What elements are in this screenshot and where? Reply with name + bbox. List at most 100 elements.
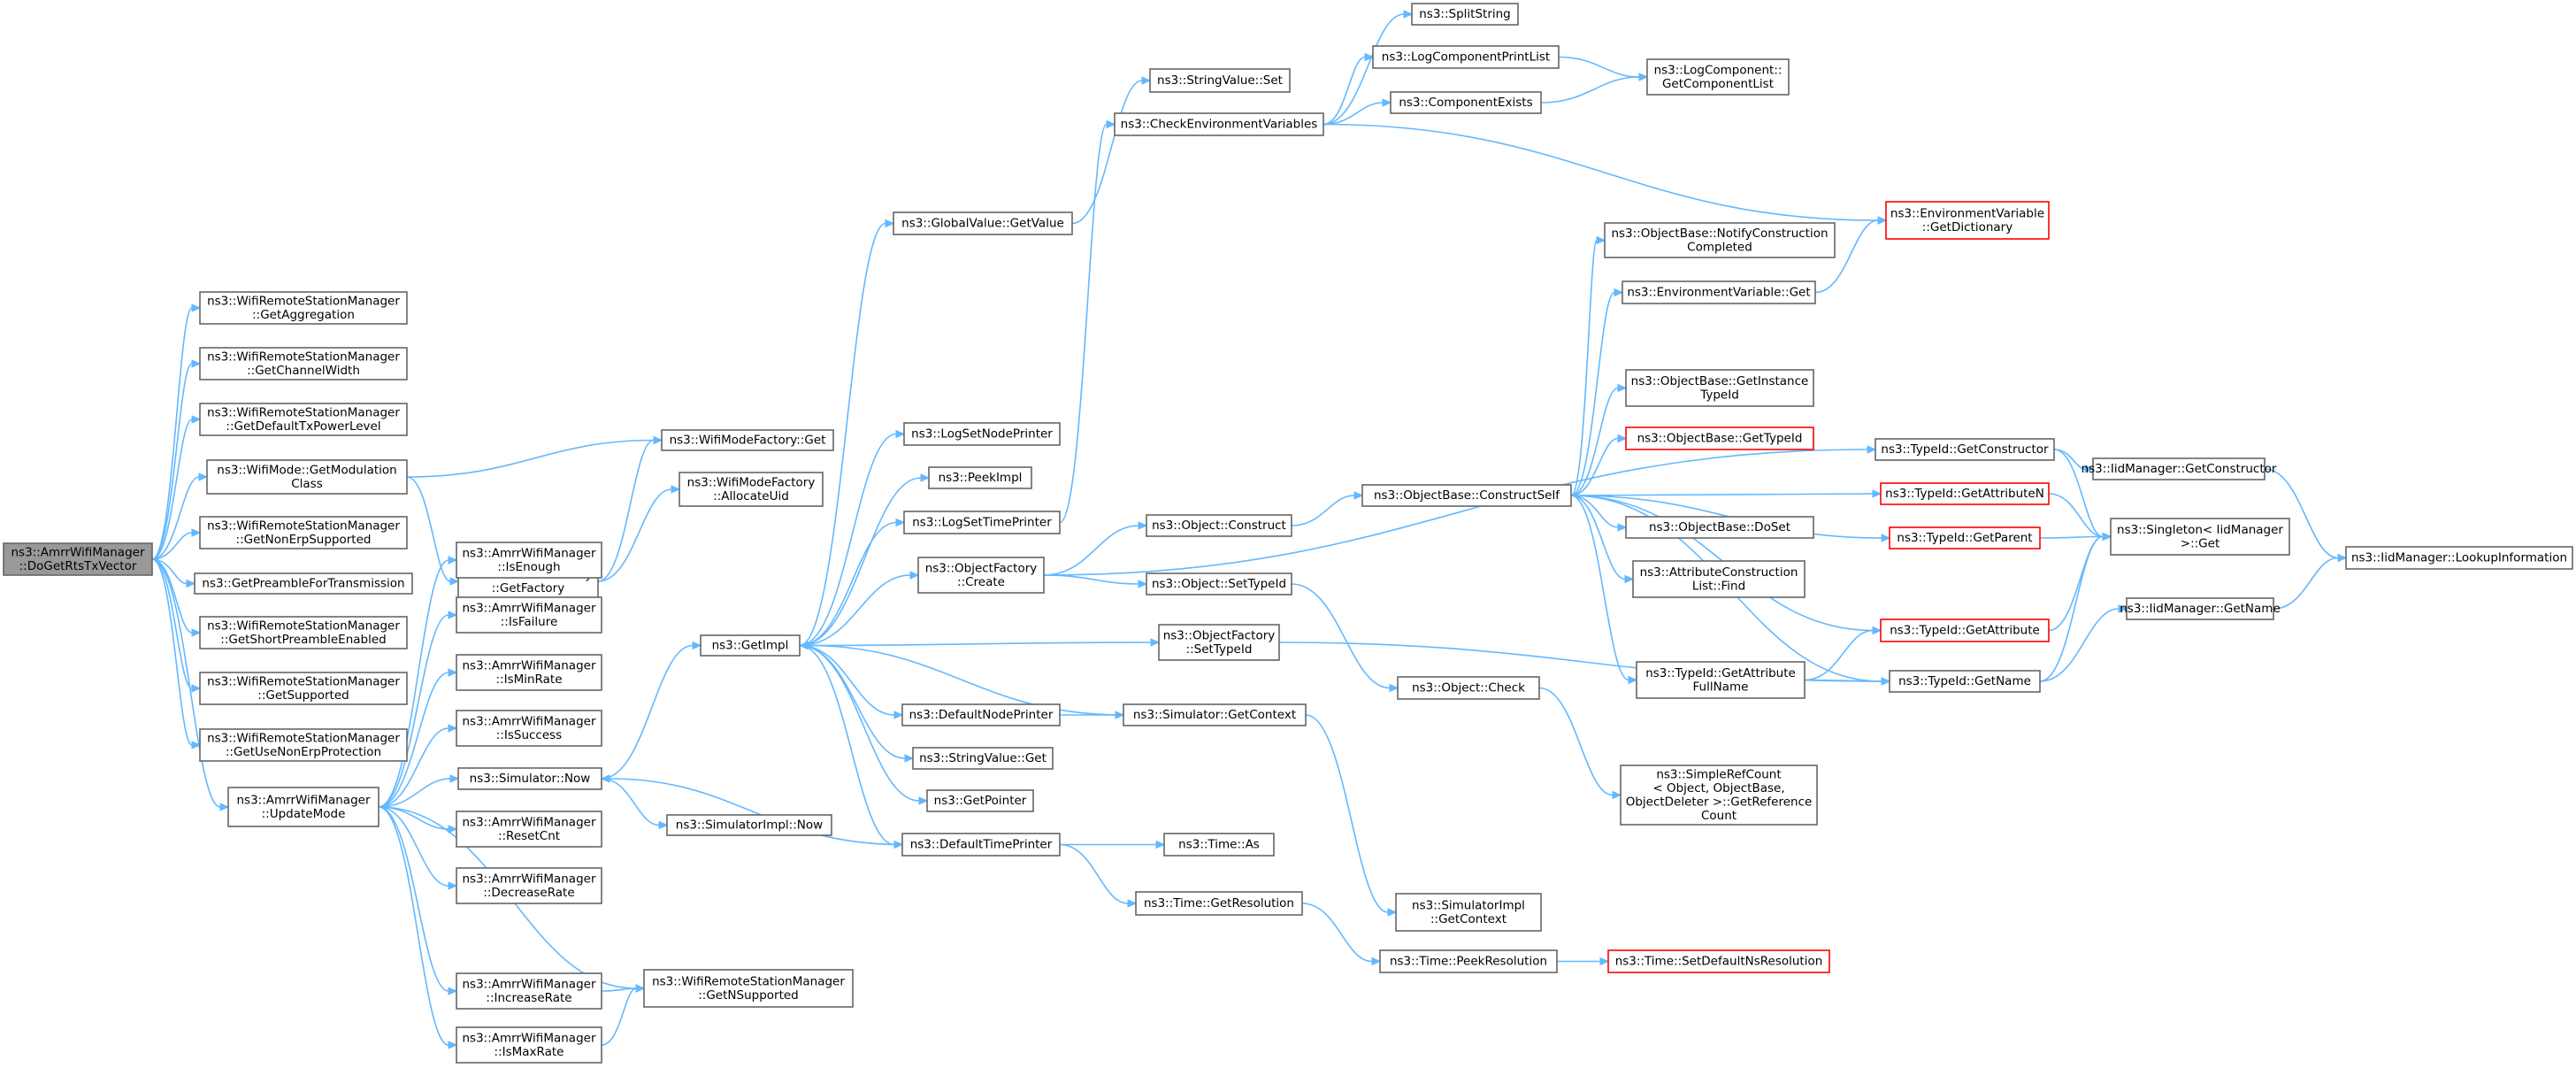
node-comp-exists[interactable]: ns3::ComponentExists	[1390, 91, 1542, 114]
node-label: ns3::TypeId::GetAttributeN	[1885, 487, 2044, 501]
call-edge-sim-now-to-get-impl	[601, 641, 702, 780]
node-label: ::DoGetRtsTxVector	[19, 559, 137, 573]
node-label: ::GetAggregation	[252, 308, 355, 322]
node-decrease-rate[interactable]: ns3::AmrrWifiManager::DecreaseRate	[456, 867, 602, 904]
node-get-preamble[interactable]: ns3::GetPreambleForTransmission	[194, 572, 413, 595]
node-log-set-time-printer[interactable]: ns3::LogSetTimePrinter	[903, 511, 1061, 534]
call-edge-wmf-get-factory-to-wmf-allocate-uid	[597, 485, 681, 582]
node-label: ns3::WifiRemoteStationManager	[207, 731, 400, 745]
node-is-success[interactable]: ns3::AmrrWifiManager::IsSuccess	[456, 710, 602, 747]
node-tid-get-name[interactable]: ns3::TypeId::GetName	[1889, 670, 2041, 693]
node-ob-notify-construction[interactable]: ns3::ObjectBase::NotifyConstructionCompl…	[1604, 222, 1836, 258]
node-of-create[interactable]: ns3::ObjectFactory::Create	[917, 557, 1045, 594]
node-iid-get-constructor[interactable]: ns3::IidManager::GetConstructor	[2082, 457, 2277, 480]
node-default-time-printer[interactable]: ns3::DefaultTimePrinter	[901, 833, 1061, 857]
node-log-comp-print-list[interactable]: ns3::LogComponentPrintList	[1372, 45, 1560, 69]
call-edge-obj-check-to-src-get-ref-count	[1538, 687, 1622, 800]
node-get-impl[interactable]: ns3::GetImpl	[700, 634, 801, 657]
node-is-failure[interactable]: ns3::AmrrWifiManager::IsFailure	[456, 596, 602, 634]
node-tid-get-attribute-n[interactable]: ns3::TypeId::GetAttributeN	[1880, 482, 2050, 505]
call-edge-comp-exists-to-log-comp-get-list	[1540, 73, 1649, 104]
node-env-var-get-dict[interactable]: ns3::EnvironmentVariable::GetDictionary	[1885, 201, 2050, 240]
node-label: ::UpdateMode	[262, 807, 346, 821]
node-is-enough[interactable]: ns3::AmrrWifiManager::IsEnough	[456, 542, 602, 579]
node-tid-get-constructor[interactable]: ns3::TypeId::GetConstructor	[1874, 438, 2055, 461]
node-reset-cnt[interactable]: ns3::AmrrWifiManager::ResetCnt	[456, 811, 602, 848]
call-edge-default-time-printer-to-sim-now	[600, 774, 903, 846]
node-check-env[interactable]: ns3::CheckEnvironmentVariables	[1114, 112, 1324, 136]
node-label: ns3::Object::SetTypeId	[1152, 577, 1286, 591]
node-get-channel-width[interactable]: ns3::WifiRemoteStationManager::GetChanne…	[199, 347, 408, 380]
node-singleton-get[interactable]: ns3::Singleton< IidManager>::Get	[2110, 518, 2290, 556]
node-get-use-non-erp[interactable]: ns3::WifiRemoteStationManager::GetUseNon…	[199, 728, 408, 762]
node-src-get-ref-count[interactable]: ns3::SimpleRefCount< Object, ObjectBase,…	[1620, 765, 1818, 826]
node-iid-get-name[interactable]: ns3::IidManager::GetName	[2120, 597, 2281, 620]
node-get-non-erp-supported[interactable]: ns3::WifiRemoteStationManager::GetNonErp…	[199, 516, 408, 549]
node-env-var-get[interactable]: ns3::EnvironmentVariable::Get	[1622, 280, 1816, 304]
call-edge-tid-get-attr-full-name-to-tid-get-attribute	[1804, 626, 1882, 681]
node-label: ns3::EnvironmentVariable::Get	[1627, 286, 1810, 300]
node-of-set-type-id[interactable]: ns3::ObjectFactory::SetTypeId	[1158, 624, 1280, 661]
node-wmf-get[interactable]: ns3::WifiModeFactory::Get	[661, 429, 834, 451]
node-label: ns3::LogComponent::	[1654, 63, 1782, 77]
node-get-short-preamble[interactable]: ns3::WifiRemoteStationManager::GetShortP…	[199, 616, 408, 649]
call-edge-gv-get-value-to-sv-set	[1071, 76, 1152, 225]
node-peek-impl[interactable]: ns3::PeekImpl	[928, 466, 1032, 489]
node-is-max-rate[interactable]: ns3::AmrrWifiManager::IsMaxRate	[456, 1026, 602, 1064]
node-obj-check[interactable]: ns3::Object::Check	[1397, 676, 1540, 700]
call-edge-ob-construct-self-to-ob-get-type-id	[1570, 434, 1628, 496]
node-root[interactable]: ns3::AmrrWifiManager::DoGetRtsTxVector	[3, 542, 153, 576]
node-time-peek-resolution[interactable]: ns3::Time::PeekResolution	[1379, 949, 1558, 973]
node-sim-impl-now[interactable]: ns3::SimulatorImpl::Now	[666, 814, 832, 836]
node-label: ns3::AmrrWifiManager	[462, 872, 595, 886]
node-ob-get-type-id[interactable]: ns3::ObjectBase::GetTypeId	[1625, 426, 1814, 450]
node-gv-get-value[interactable]: ns3::GlobalValue::GetValue	[893, 211, 1073, 235]
node-obj-construct[interactable]: ns3::Object::Construct	[1146, 514, 1292, 537]
node-time-set-default-ns[interactable]: ns3::Time::SetDefaultNsResolution	[1607, 949, 1830, 973]
node-sim-now[interactable]: ns3::Simulator::Now	[457, 767, 602, 790]
node-get-nsupported[interactable]: ns3::WifiRemoteStationManager::GetNSuppo…	[643, 969, 854, 1008]
node-increase-rate[interactable]: ns3::AmrrWifiManager::IncreaseRate	[456, 972, 602, 1010]
node-log-set-node-printer[interactable]: ns3::LogSetNodePrinter	[903, 422, 1061, 446]
node-label: List::Find	[1692, 579, 1745, 593]
node-wmf-allocate-uid[interactable]: ns3::WifiModeFactory::AllocateUid	[678, 472, 824, 507]
call-edge-sim-now-to-sim-impl-now	[601, 778, 669, 830]
call-edge-default-time-printer-to-time-get-resolution	[1059, 843, 1138, 908]
node-time-get-resolution[interactable]: ns3::Time::GetResolution	[1135, 891, 1303, 916]
call-edge-root-to-get-short-preamble	[151, 558, 202, 637]
node-get-aggregation[interactable]: ns3::WifiRemoteStationManager::GetAggreg…	[199, 291, 408, 325]
node-sv-set[interactable]: ns3::StringValue::Set	[1149, 68, 1291, 93]
node-is-min-rate[interactable]: ns3::AmrrWifiManager::IsMinRate	[456, 654, 602, 691]
node-ob-construct-self[interactable]: ns3::ObjectBase::ConstructSelf	[1361, 484, 1572, 507]
node-get-default-tx-power-level[interactable]: ns3::WifiRemoteStationManager::GetDefaul…	[199, 403, 408, 436]
node-label: ns3::GetPointer	[934, 794, 1027, 808]
node-label: ::GetUseNonErpProtection	[226, 745, 381, 759]
node-get-supported[interactable]: ns3::WifiRemoteStationManager::GetSuppor…	[199, 672, 408, 705]
node-split-string[interactable]: ns3::SplitString	[1411, 3, 1519, 26]
node-default-node-printer[interactable]: ns3::DefaultNodePrinter	[901, 703, 1061, 726]
node-label: ns3::DefaultNodePrinter	[909, 708, 1054, 722]
node-sim-get-context[interactable]: ns3::Simulator::GetContext	[1123, 703, 1307, 726]
node-log-comp-get-list[interactable]: ns3::LogComponent::GetComponentList	[1646, 58, 1790, 96]
node-ob-do-set[interactable]: ns3::ObjectBase::DoSet	[1625, 516, 1814, 539]
call-edge-time-get-resolution-to-time-peek-resolution	[1301, 903, 1382, 966]
node-label: ns3::EnvironmentVariable	[1890, 206, 2044, 220]
node-get-pointer[interactable]: ns3::GetPointer	[926, 789, 1034, 812]
node-label: ns3::WifiRemoteStationManager	[207, 294, 400, 308]
call-edge-tid-get-name-to-singleton-get	[2039, 532, 2112, 682]
node-sv-get[interactable]: ns3::StringValue::Get	[912, 747, 1054, 770]
node-tid-get-parent[interactable]: ns3::TypeId::GetParent	[1889, 526, 2041, 549]
node-iid-lookup[interactable]: ns3::IidManager::LookupInformation	[2345, 546, 2573, 570]
node-label: >::Get	[2181, 536, 2220, 550]
node-tid-get-attribute[interactable]: ns3::TypeId::GetAttribute	[1880, 619, 2050, 642]
node-sim-impl-get-context[interactable]: ns3::SimulatorImpl::GetContext	[1395, 893, 1542, 932]
call-edge-ob-construct-self-to-attr-construct-find	[1570, 495, 1635, 584]
node-time-as[interactable]: ns3::Time::As	[1163, 833, 1275, 857]
call-edge-root-to-get-aggregation	[151, 303, 202, 560]
node-obj-set-type-id[interactable]: ns3::Object::SetTypeId	[1146, 572, 1292, 595]
node-update-mode[interactable]: ns3::AmrrWifiManager::UpdateMode	[227, 787, 380, 827]
